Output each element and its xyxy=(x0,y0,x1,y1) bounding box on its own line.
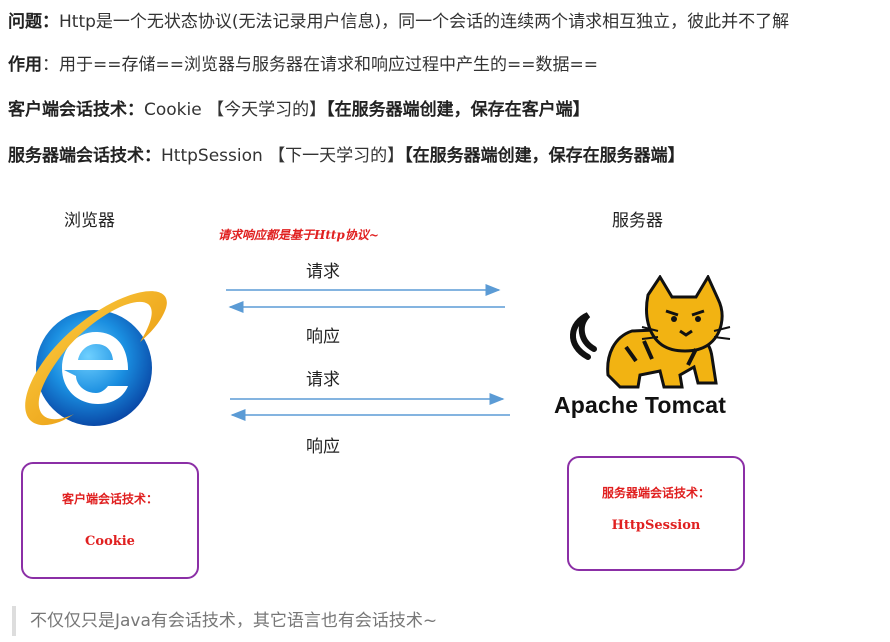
client-session-box: 客户端会话技术： Cookie xyxy=(21,462,199,579)
blockquote-note: 不仅仅只是Java有会话技术，其它语言也有会话技术~ xyxy=(12,606,437,636)
client-box-title: 客户端会话技术： xyxy=(23,490,197,507)
server-box-tech: HttpSession xyxy=(569,518,743,533)
tomcat-cat-logo-icon xyxy=(548,275,738,395)
server-session-box: 服务器端会话技术： HttpSession xyxy=(567,456,745,571)
server-box-title: 服务器端会话技术： xyxy=(569,484,743,501)
internet-explorer-logo-icon xyxy=(16,280,176,440)
tomcat-text: Apache Tomcat xyxy=(554,392,726,419)
client-box-tech: Cookie xyxy=(23,534,197,549)
